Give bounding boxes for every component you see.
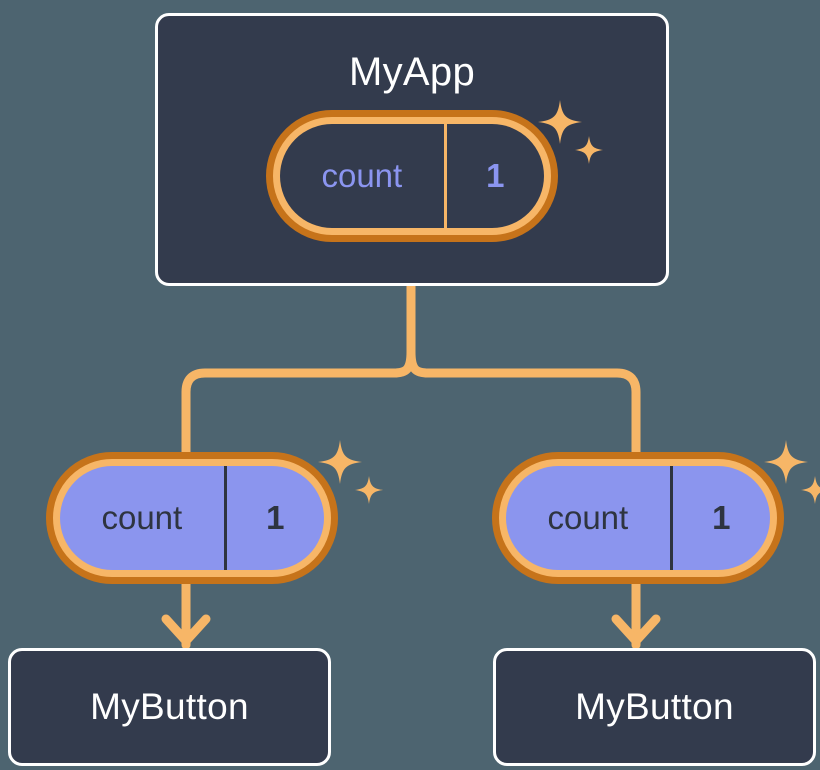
arrowhead-left [161, 614, 211, 646]
component-label: MyButton [575, 686, 734, 727]
edge-root-to-right [406, 347, 641, 461]
arrowhead-right [611, 614, 661, 646]
state-key-label: count [547, 499, 629, 536]
state-pill-root[interactable]: count 1 [266, 110, 558, 242]
state-pill-child-right-body: count 1 [506, 466, 770, 570]
state-value-label: 1 [443, 124, 544, 228]
page-title: MyApp [349, 50, 475, 94]
state-value-label: 1 [223, 466, 324, 570]
state-key-label: count [101, 499, 183, 536]
component-card-mybutton-right[interactable]: MyButton [493, 648, 816, 766]
state-value-label: 1 [669, 466, 770, 570]
state-pill-child-right[interactable]: count 1 [492, 452, 784, 584]
state-pill-child-left[interactable]: count 1 [46, 452, 338, 584]
state-key-label: count [321, 157, 403, 194]
edge-root-to-left [181, 347, 416, 461]
state-pill-child-left-body: count 1 [60, 466, 324, 570]
component-label: MyButton [90, 686, 249, 727]
component-card-mybutton-left[interactable]: MyButton [8, 648, 331, 766]
state-pill-root-body: count 1 [280, 124, 544, 228]
